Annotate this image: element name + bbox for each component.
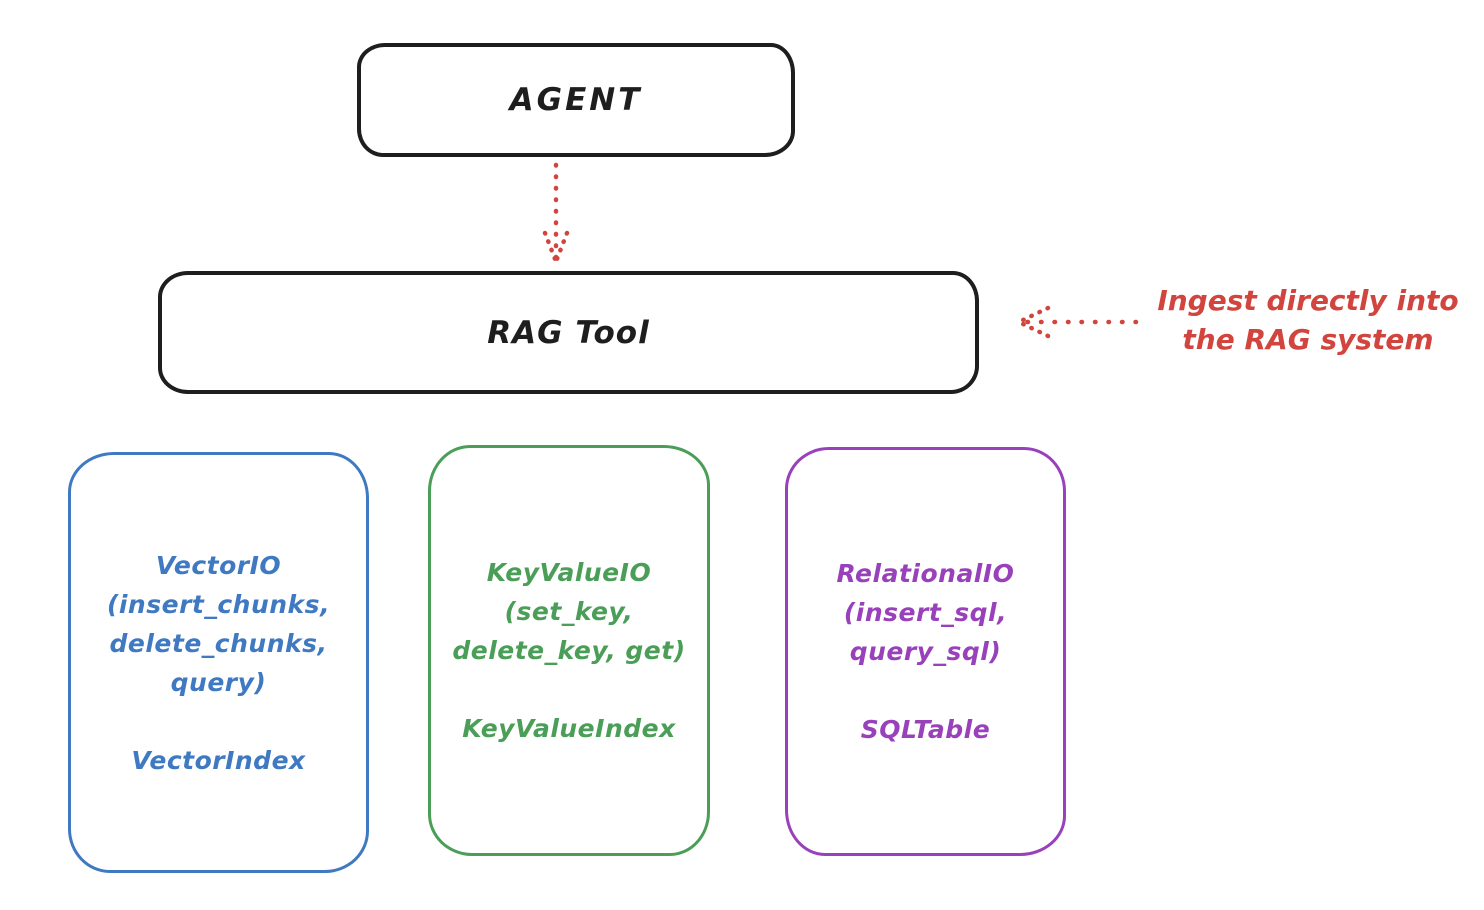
rag-tool-node: RAG Tool: [158, 271, 979, 394]
vector-io-methods-line3: query): [170, 667, 267, 697]
relational-io-methods-line2: query_sql): [849, 637, 1002, 666]
keyvalue-io-title: KeyValueIO: [486, 558, 652, 587]
relational-io-node: RelationalIO (insert_sql, query_sql) SQL…: [785, 447, 1066, 856]
rag-tool-label: RAG Tool: [487, 314, 650, 351]
vector-io-node: VectorIO (insert_chunks, delete_chunks, …: [68, 452, 369, 873]
keyvalue-index-label: KeyValueIndex: [462, 714, 676, 743]
agent-to-rag-arrow: [542, 162, 570, 262]
relational-io-title: RelationalIO: [836, 559, 1015, 588]
keyvalue-io-node: KeyValueIO (set_key, delete_key, get) Ke…: [428, 445, 710, 856]
ingest-annotation: Ingest directly into the RAG system: [1138, 281, 1478, 359]
vector-index-label: VectorIndex: [131, 745, 306, 775]
ingest-annotation-line1: Ingest directly into: [1157, 284, 1459, 317]
keyvalue-io-methods-line2: delete_key, get): [452, 636, 686, 665]
vector-io-methods-line2: delete_chunks,: [109, 628, 328, 658]
keyvalue-io-methods-line1: (set_key,: [504, 597, 634, 626]
agent-label: AGENT: [509, 82, 643, 118]
relational-io-methods-line1: (insert_sql,: [843, 598, 1008, 627]
sql-table-label: SQLTable: [860, 715, 991, 744]
agent-node: AGENT: [357, 43, 795, 157]
ingest-annotation-line2: the RAG system: [1182, 323, 1434, 356]
vector-io-title: VectorIO: [155, 550, 282, 580]
vector-io-methods-line1: (insert_chunks,: [106, 589, 331, 619]
ingest-arrow: [1018, 305, 1139, 339]
